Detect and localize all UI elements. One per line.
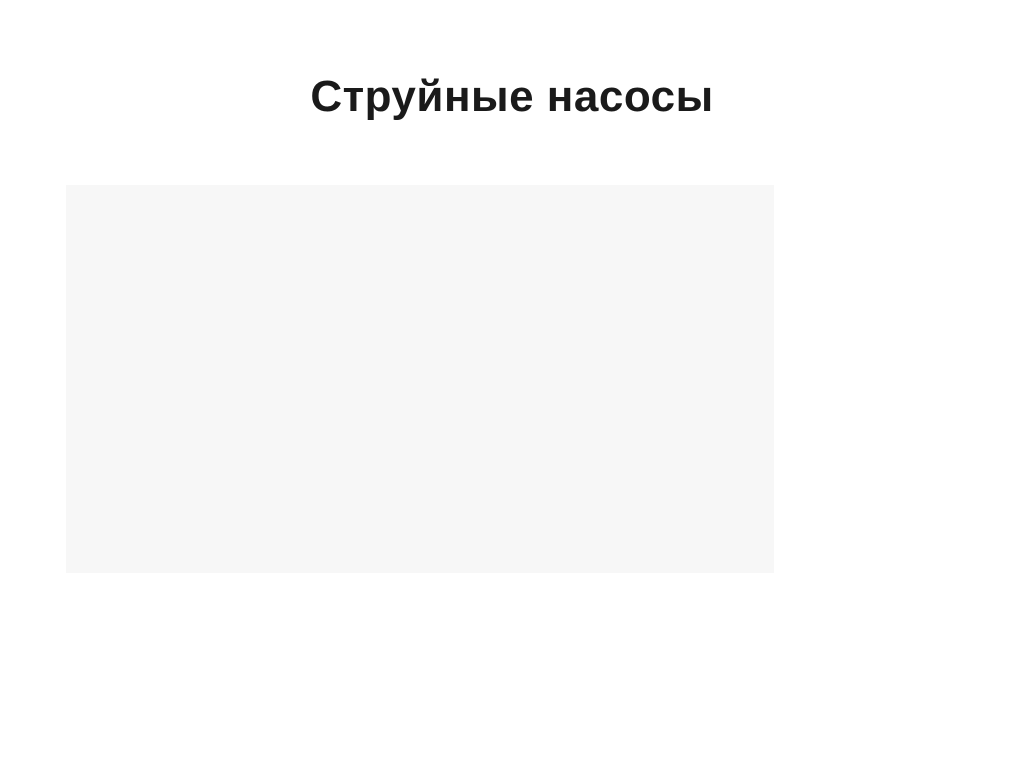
- jet-pump-figure: [66, 185, 774, 573]
- slide-title: Струйные насосы: [310, 72, 714, 121]
